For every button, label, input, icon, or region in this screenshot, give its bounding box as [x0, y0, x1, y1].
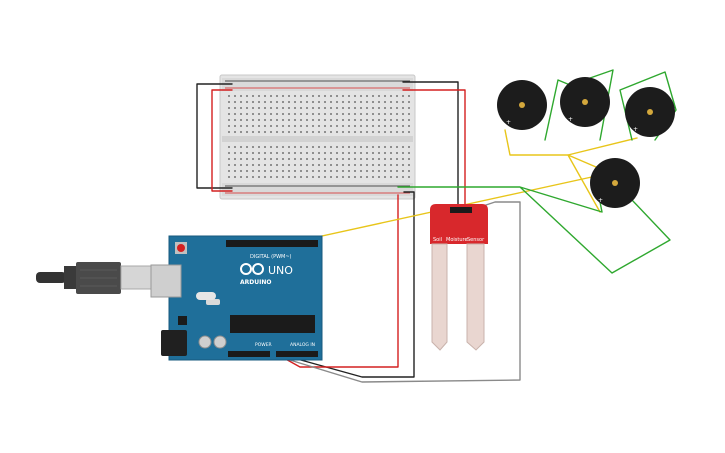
digital-header[interactable]	[226, 240, 318, 247]
piezo-buzzer-icon[interactable]: +	[497, 80, 547, 130]
sensor-prong-right	[466, 243, 485, 351]
digital-header-label: DIGITAL (PWM~)	[250, 254, 292, 260]
piezo-buzzer-icon[interactable]: +	[560, 77, 610, 127]
reset-button[interactable]	[177, 244, 185, 252]
sensor-label-moisture: Moisture	[446, 237, 468, 243]
board-model: UNO	[268, 264, 293, 277]
usb-cable	[36, 262, 152, 294]
wires	[196, 69, 677, 383]
sensor-pin-header[interactable]	[450, 207, 472, 213]
analog-header-label: ANALOG IN	[290, 342, 315, 348]
wire-black-breadboard	[196, 83, 233, 189]
breadboard-holes	[228, 95, 410, 178]
svg-text:+: +	[568, 116, 573, 123]
svg-text:+: +	[598, 197, 603, 204]
arduino-uno-board[interactable]: DIGITAL (PWM~) UNO ARDUINO POWER ANALOG …	[150, 235, 323, 361]
power-header[interactable]	[228, 351, 270, 357]
breadboard[interactable]	[219, 74, 416, 200]
wire-green-ground	[397, 69, 677, 274]
board-brand: ARDUINO	[240, 279, 271, 286]
analog-header[interactable]	[276, 351, 318, 357]
sensor-label-sensor: Sensor	[467, 237, 485, 243]
wire-red-breadboard	[211, 89, 233, 192]
microcontroller-chip	[230, 315, 315, 333]
piezo-buzzer-icon[interactable]: +	[625, 87, 675, 137]
sensor-prong-left	[431, 243, 448, 351]
buzzers: + + + +	[497, 77, 675, 208]
wire-black-arduino	[289, 191, 415, 378]
svg-text:+: +	[633, 126, 638, 133]
power-header-label: POWER	[255, 342, 272, 348]
svg-text:+: +	[506, 119, 511, 126]
wire-red-vcc	[402, 89, 466, 211]
soil-moisture-sensor[interactable]: Soil Moisture Sensor	[430, 204, 488, 351]
wire-red-arduino	[281, 194, 399, 368]
arduino-logo-icon	[240, 263, 264, 275]
piezo-buzzer-icon[interactable]: +	[590, 158, 640, 208]
sensor-label-soil: Soil	[433, 237, 442, 243]
wire-gray-analog	[279, 201, 521, 383]
